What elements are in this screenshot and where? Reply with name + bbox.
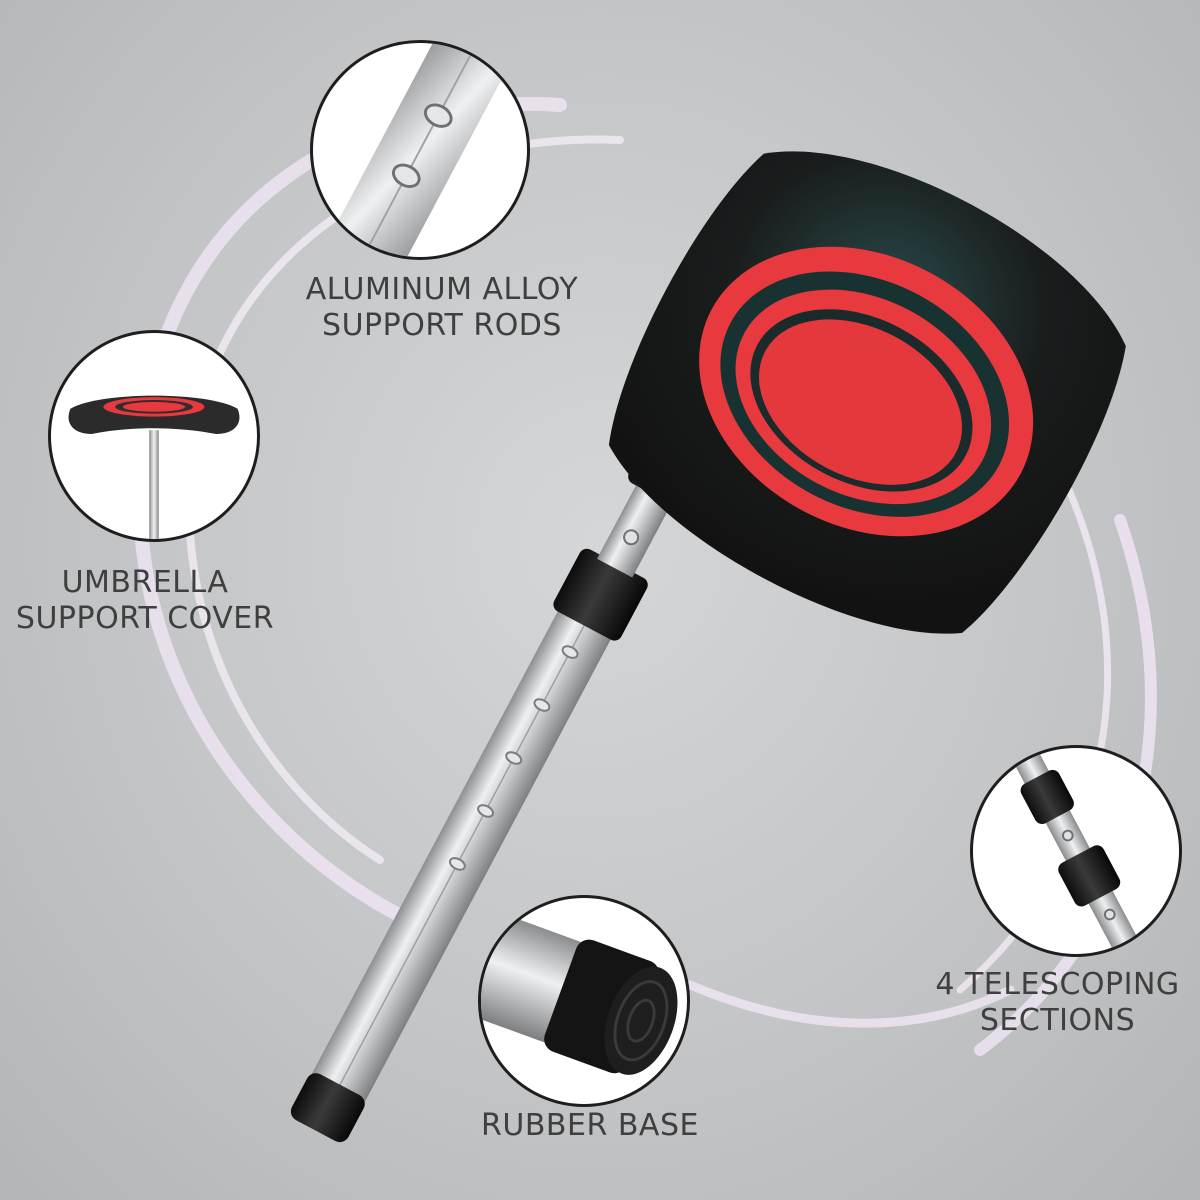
label-telescoping-line2: SECTIONS xyxy=(979,1003,1136,1038)
rubber-base-icon xyxy=(481,907,678,1075)
label-umbrella-line1: UMBRELLA xyxy=(61,565,229,600)
label-aluminum-alloy: ALUMINUM ALLOY SUPPORT RODS xyxy=(272,272,612,344)
label-aluminum-line1: ALUMINUM ALLOY xyxy=(305,272,579,307)
rod-detail-icon xyxy=(317,43,523,257)
label-telescoping: 4 TELESCOPING SECTIONS xyxy=(915,967,1200,1039)
label-telescoping-line1: 4 TELESCOPING xyxy=(935,967,1180,1002)
cover-detail-bubble xyxy=(48,330,260,542)
label-rubber-line1: RUBBER BASE xyxy=(481,1108,699,1143)
sections-detail-bubble xyxy=(970,745,1182,957)
label-rubber-base: RUBBER BASE xyxy=(455,1108,725,1144)
support-cover-icon xyxy=(68,395,240,539)
label-aluminum-line2: SUPPORT RODS xyxy=(322,308,562,343)
label-umbrella-cover: UMBRELLA SUPPORT COVER xyxy=(0,565,290,637)
telescoping-sections-icon xyxy=(1006,748,1150,954)
support-pad xyxy=(608,151,1126,634)
rod-detail-bubble xyxy=(310,40,530,260)
label-umbrella-line2: SUPPORT COVER xyxy=(15,601,275,636)
base-detail-bubble xyxy=(478,895,690,1107)
